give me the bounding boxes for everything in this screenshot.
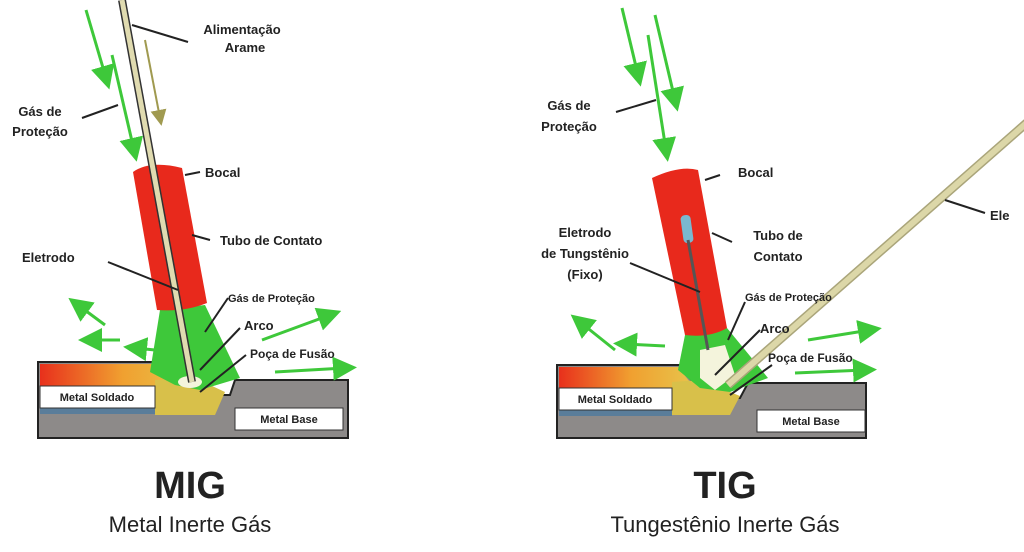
tig-contact-tube-label-2: Contato [753, 249, 802, 264]
mig-wire-feed-label-2: Arame [225, 40, 265, 55]
mig-arc-label: Arco [244, 318, 274, 333]
tig-weld-pool-label: Poça de Fusão [768, 351, 853, 365]
tig-filler-rod [726, 121, 1024, 388]
tig-filler-label: Ele [990, 208, 1010, 223]
tig-tungsten-electrode [686, 239, 710, 351]
tig-gas-arrows [570, 7, 882, 383]
mig-electrode-wire [119, 0, 195, 383]
tig-contact-tube-label-1: Tubo de [753, 228, 803, 243]
tig-base-plate: Metal Soldado Metal Base [556, 364, 867, 439]
mig-shield-gas-label-2: Proteção [12, 124, 68, 139]
mig-weld-metal-label: Metal Soldado [60, 392, 135, 404]
tig-diagram: Metal Soldado Metal Base [541, 7, 1024, 439]
mig-title: MIG [154, 465, 226, 507]
mig-nozzle-label: Bocal [205, 165, 240, 180]
mig-wire-feed-label-1: Alimentação [203, 22, 280, 37]
tig-subtitle: Tungestênio Inerte Gás [610, 512, 840, 537]
mig-nozzle [133, 164, 207, 311]
tig-electrode-label-1: Eletrodo [559, 225, 612, 240]
tig-shield-gas-low-label: Gás de Proteção [745, 292, 832, 304]
tig-shield-gas-label-1: Gás de [547, 98, 590, 113]
tig-electrode-label-2: de Tungstênio [541, 246, 629, 261]
mig-wire-feed-arrow [144, 39, 167, 126]
tig-arc-label: Arco [760, 321, 790, 336]
mig-leader-lines [81, 24, 247, 393]
tig-nozzle-label: Bocal [738, 165, 773, 180]
tig-electrode-label-3: (Fixo) [567, 267, 602, 282]
mig-electrode-label: Eletrodo [22, 250, 75, 265]
mig-base-metal-label: Metal Base [260, 414, 317, 426]
tig-base-metal-label: Metal Base [782, 416, 839, 428]
tig-arc [700, 345, 735, 390]
tig-weld-metal-label: Metal Soldado [578, 394, 653, 406]
mig-gas-cone [150, 305, 240, 390]
tig-contact-tube [680, 214, 694, 244]
mig-shield-gas-label-1: Gás de [18, 104, 61, 119]
mig-diagram: Metal Soldado Metal Base [12, 0, 357, 439]
mig-gas-arrows [68, 9, 357, 381]
tig-leader-lines [615, 99, 986, 396]
mig-shield-gas-low-label: Gás de Proteção [228, 293, 315, 305]
mig-weld-pool-label: Poça de Fusão [250, 347, 335, 361]
tig-shield-gas-label-2: Proteção [541, 119, 597, 134]
tig-title: TIG [693, 465, 757, 507]
mig-subtitle: Metal Inerte Gás [108, 512, 272, 537]
mig-contact-tube-label: Tubo de Contato [220, 233, 322, 248]
